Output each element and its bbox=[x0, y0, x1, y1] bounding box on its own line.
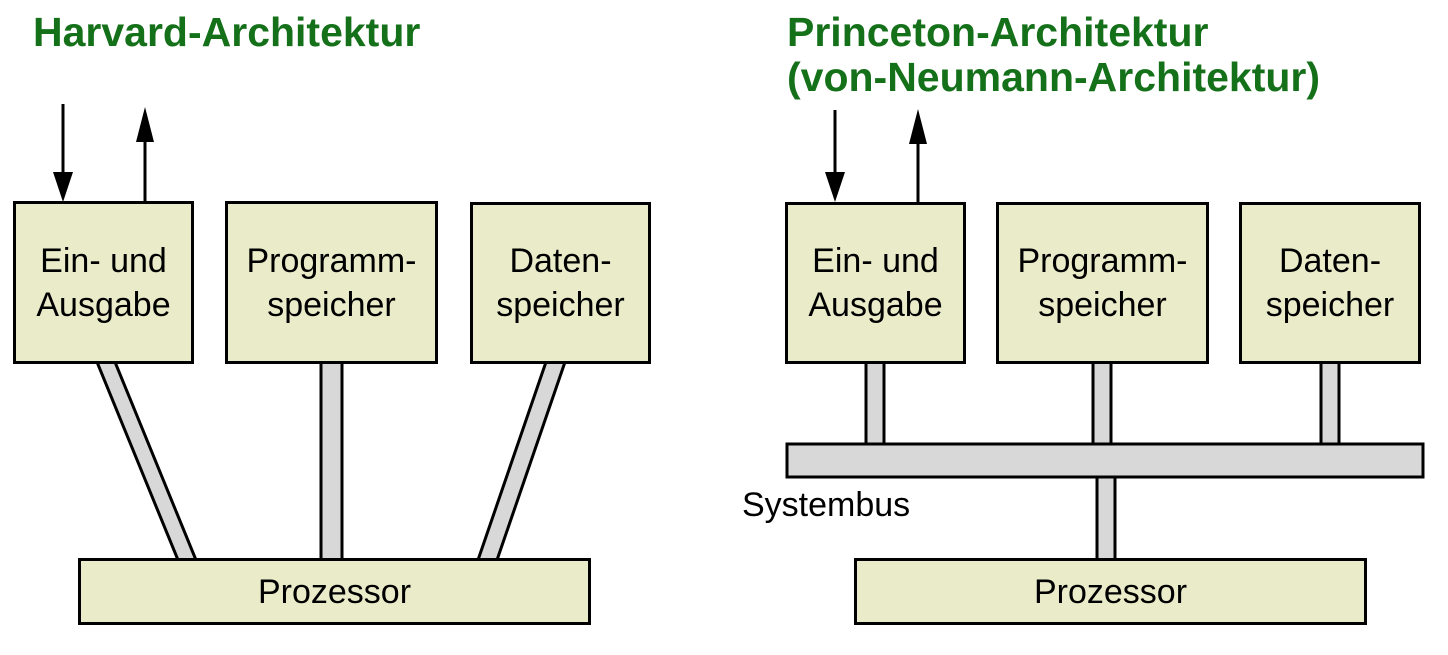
box-label-line2: speicher bbox=[267, 285, 396, 324]
box-label-line1: Daten- bbox=[509, 242, 612, 280]
princeton-box-io: Ein- und Ausgabe bbox=[785, 202, 966, 364]
princeton-arrow-out-icon bbox=[909, 109, 927, 202]
box-label-line2: Ausgabe bbox=[36, 285, 171, 324]
princeton-systembus-bar bbox=[785, 442, 1425, 479]
harvard-box-program-memory: Programm- speicher bbox=[225, 201, 438, 364]
box-label-line1: Programm- bbox=[246, 241, 417, 280]
harvard-box-data-memory: Daten- speicher bbox=[470, 202, 651, 364]
princeton-connector-io-bus bbox=[864, 360, 886, 448]
box-label-line1: Ein- und bbox=[812, 242, 939, 280]
harvard-arrow-in-icon bbox=[53, 104, 73, 202]
princeton-title-line1: Princeton-Architektur bbox=[787, 9, 1209, 55]
princeton-box-processor: Prozessor bbox=[854, 558, 1367, 625]
princeton-box-data-memory: Daten- speicher bbox=[1239, 202, 1421, 364]
princeton-connector-data-bus bbox=[1319, 360, 1341, 448]
harvard-connector-io-processor bbox=[94, 360, 199, 562]
harvard-arrow-out-icon bbox=[136, 107, 154, 202]
processor-label: Prozessor bbox=[1033, 572, 1188, 611]
princeton-connector-program-bus bbox=[1091, 360, 1113, 448]
harvard-title-text: Harvard-Architektur bbox=[33, 9, 421, 55]
princeton-title-line2: (von-Neumann-Architektur) bbox=[787, 54, 1321, 100]
princeton-arrow-in-icon bbox=[825, 110, 845, 202]
box-label-line2: speicher bbox=[1265, 286, 1395, 324]
harvard-title: Harvard-Architektur bbox=[33, 10, 420, 55]
systembus-label: Systembus bbox=[742, 486, 911, 524]
box-label-line2: Ausgabe bbox=[808, 286, 943, 324]
box-label-line1: Daten- bbox=[1278, 242, 1382, 280]
box-label-line1: Ein- und bbox=[40, 241, 167, 280]
box-label-line1: Programm- bbox=[1017, 242, 1188, 280]
princeton-connector-bus-processor bbox=[1095, 474, 1117, 562]
harvard-connector-data-processor bbox=[475, 360, 568, 562]
harvard-box-io: Ein- und Ausgabe bbox=[13, 201, 194, 364]
processor-label: Prozessor bbox=[257, 572, 412, 611]
harvard-box-processor: Prozessor bbox=[78, 558, 591, 625]
box-label-line2: speicher bbox=[496, 286, 625, 324]
princeton-title: Princeton-Architektur (von-Neumann-Archi… bbox=[787, 10, 1320, 100]
harvard-connector-program-processor bbox=[319, 360, 344, 562]
princeton-box-program-memory: Programm- speicher bbox=[996, 202, 1209, 364]
box-label-line2: speicher bbox=[1038, 286, 1167, 324]
